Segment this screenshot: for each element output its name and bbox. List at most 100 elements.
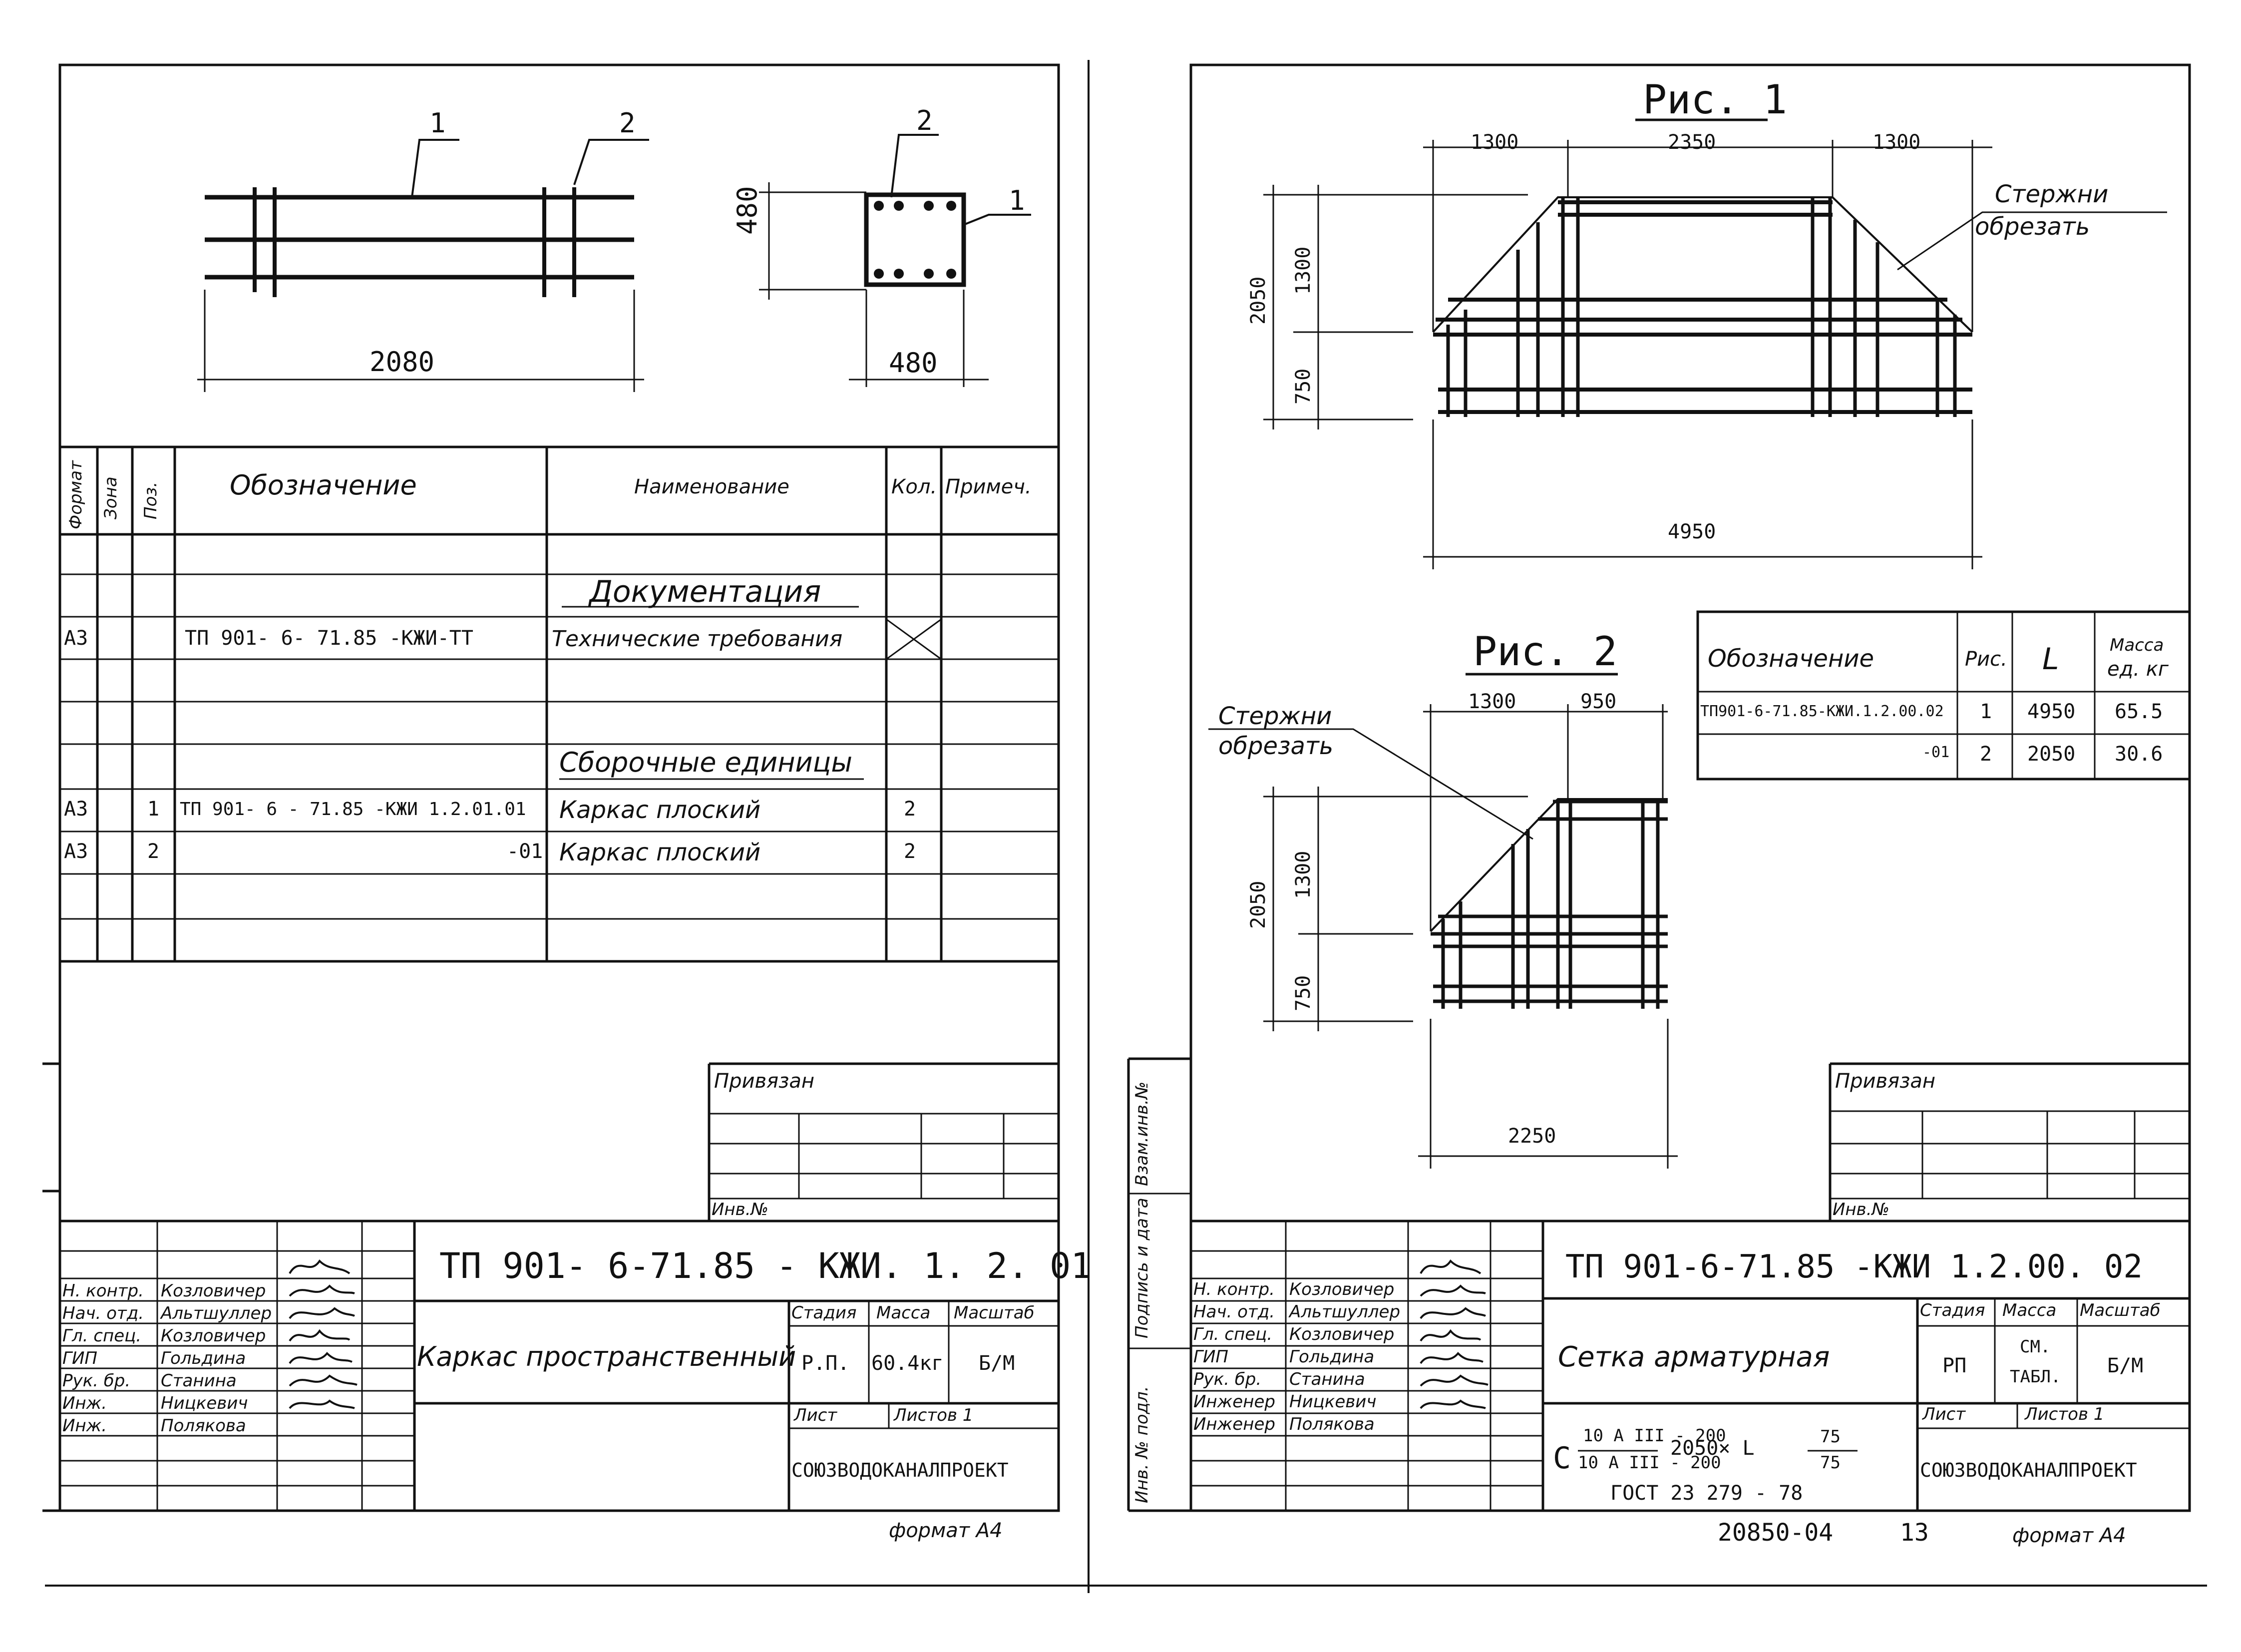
mesh-header-fig: Рис.: [1965, 648, 2007, 671]
staff-name: Гольдина: [1289, 1347, 1375, 1367]
fig2-title: Рис. 2: [1473, 628, 1617, 675]
mesh-row1-fig: 1: [1980, 700, 1992, 723]
staff-role: Инж.: [62, 1416, 107, 1436]
staff-role: Нач. отд.: [1193, 1302, 1275, 1322]
signatures: [1420, 1259, 1489, 1409]
scale-label: Масштаб: [954, 1303, 1035, 1323]
fig1-dim-c: 1300: [1872, 131, 1921, 154]
mesh-header-len: L: [2042, 642, 2059, 677]
fig1-dim-total-len: 4950: [1668, 520, 1716, 543]
staff-name: Ницкевич: [1289, 1392, 1377, 1412]
mesh-row2-designation: -01: [1922, 744, 1950, 761]
row3-designation: -01: [507, 840, 543, 863]
fig1-note-2: обрезать: [1975, 213, 2090, 241]
mesh-row1-len: 4950: [2027, 700, 2076, 723]
linked-title: Привязан: [1835, 1070, 1936, 1093]
callout-2: 2: [619, 107, 636, 139]
mass-value: 60.4кг: [871, 1352, 944, 1375]
formula-c: С: [1553, 1441, 1571, 1476]
staff-name: Козловичер: [161, 1281, 266, 1301]
staff-name: Козловичер: [161, 1326, 266, 1346]
signatures: [289, 1259, 358, 1409]
staff-name: Козловичер: [1289, 1324, 1395, 1344]
formula-r-den: 75: [1820, 1453, 1841, 1473]
org-name: СОЮЗВОДОКАНАЛПРОЕКТ: [1920, 1459, 2137, 1481]
row2-qty: 2: [904, 798, 916, 821]
formula-r-num: 75: [1820, 1427, 1841, 1447]
staff-name: Полякова: [161, 1416, 246, 1436]
staff-role: Рук. бр.: [62, 1371, 131, 1391]
staff-role: ГИП: [1193, 1347, 1228, 1367]
header-note: Примеч.: [945, 475, 1032, 498]
mesh-row2-len: 2050: [2027, 743, 2076, 766]
mass-label: Масса: [2002, 1300, 2057, 1320]
row2-pos: 1: [147, 798, 160, 821]
row2-format: А3: [64, 798, 88, 821]
staff-name: Альтшуллер: [161, 1303, 272, 1323]
staff-name: Полякова: [1289, 1414, 1375, 1434]
header-zone: Зона: [101, 476, 121, 519]
staff-name: Альтшуллер: [1289, 1302, 1401, 1322]
sheets-label: Листов 1: [2025, 1404, 2105, 1424]
row1-name: Технические требования: [552, 626, 843, 652]
sheet-label: Лист: [794, 1405, 837, 1425]
side-label-a: Взам.инв.№: [1132, 1081, 1152, 1186]
scale-value: Б/М: [2107, 1354, 2144, 1377]
title-name: Каркас пространственный: [417, 1341, 796, 1372]
staff-role: Инженер: [1193, 1414, 1275, 1434]
fig2-dim-a: 1300: [1468, 690, 1516, 713]
fig1-dim-a: 1300: [1471, 131, 1519, 154]
header-qty: Кол.: [891, 475, 937, 498]
dim-length: 2080: [370, 346, 435, 378]
fig2-dim-b: 950: [1580, 690, 1617, 713]
fig1-note-1: Стержни: [1995, 180, 2109, 208]
mass-value-1: СМ.: [2020, 1337, 2051, 1357]
sheets-label: Листов 1: [894, 1405, 974, 1425]
staff-role: Инж.: [62, 1393, 107, 1413]
title-code: ТП 901- 6-71.85 - КЖИ. 1. 2. 01: [439, 1245, 1092, 1286]
mass-label: Масса: [876, 1303, 931, 1323]
fig2-dim-h-total: 2050: [1247, 880, 1270, 929]
staff-role: Н. контр.: [1193, 1279, 1275, 1299]
fig2-note-2: обрезать: [1218, 732, 1334, 760]
title-name: Сетка арматурная: [1558, 1341, 1830, 1373]
staff-role: Рук. бр.: [1193, 1369, 1262, 1389]
section-units: Сборочные единицы: [559, 747, 853, 778]
mesh-row2-mass: 30.6: [2115, 743, 2163, 766]
staff-name: Козловичер: [1289, 1279, 1395, 1299]
row3-qty: 2: [904, 840, 916, 863]
linked-title: Привязан: [714, 1070, 815, 1093]
linked-inv: Инв.№: [1833, 1200, 1889, 1220]
staff-name: Ницкевич: [161, 1393, 248, 1413]
row2-designation: ТП 901- 6 - 71.85 -КЖИ 1.2.01.01: [180, 799, 526, 820]
fig2-dim-h-top: 1300: [1292, 850, 1315, 899]
stage-value: Р.П.: [801, 1352, 850, 1375]
staff-name: Станина: [161, 1371, 237, 1391]
dim-section-height: 480: [732, 186, 763, 235]
row3-name: Каркас плоский: [559, 838, 761, 866]
fig1-title: Рис. 1: [1643, 76, 1787, 123]
mesh-header-designation: Обозначение: [1708, 645, 1874, 673]
fig1-dim-h-total: 2050: [1247, 276, 1270, 325]
formula-den: 10 А III - 200: [1578, 1453, 1721, 1473]
fig1-dim-h-bottom: 750: [1292, 368, 1315, 405]
callout-1: 1: [429, 107, 446, 139]
mass-value-2: ТАБЛ.: [2010, 1367, 2061, 1387]
format-note: формат А4: [2012, 1524, 2126, 1547]
fig2-dim-total-len: 2250: [1508, 1125, 1556, 1148]
row3-pos: 2: [147, 840, 160, 863]
mesh-row1-mass: 65.5: [2115, 700, 2163, 723]
format-note: формат А4: [889, 1519, 1003, 1542]
header-format: Формат: [66, 460, 86, 529]
mesh-row1-designation: ТП901-6-71.85-КЖИ.1.2.00.02: [1700, 703, 1944, 720]
staff-role: Нач. отд.: [62, 1303, 144, 1323]
header-pos: Поз.: [141, 481, 161, 519]
fig1-dim-b: 2350: [1668, 131, 1716, 154]
scale-value: Б/М: [979, 1352, 1015, 1375]
stage-label: Стадия: [1920, 1300, 1985, 1320]
page-number: 13: [1900, 1519, 1929, 1547]
fig1-dim-h-top: 1300: [1292, 246, 1315, 295]
section-callout-2: 2: [916, 105, 933, 136]
mesh-row2-fig: 2: [1980, 743, 1992, 766]
